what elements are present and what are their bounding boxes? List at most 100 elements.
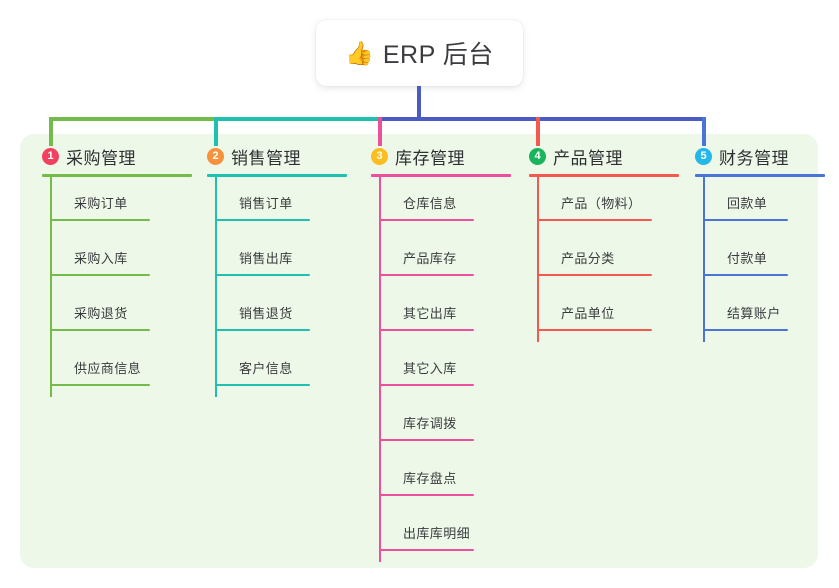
branch-item-underline [50,219,150,221]
branch-column-财务管理: 5 财务管理回款单付款单结算账户 [695,144,835,342]
branch-badge-1: 1 [42,147,59,165]
branch-title: 销售管理 [231,148,301,168]
branch-item[interactable]: 出库库明细 [379,507,521,562]
branch-item-underline [50,329,150,331]
branch-item-underline [379,384,474,386]
branch-badge-5: 5 [695,147,712,165]
branch-item-label: 其它出库 [403,306,457,321]
branch-item-label: 仓库信息 [403,196,457,211]
branch-item[interactable]: 结算账户 [703,287,835,342]
branch-item-label: 产品库存 [403,251,457,266]
branch-item-label: 其它入库 [403,361,457,376]
thumbs-up-icon: 👍 [345,39,374,66]
branch-title: 库存管理 [395,148,465,168]
branch-item[interactable]: 销售出库 [215,232,357,287]
branch-item-underline [50,274,150,276]
branch-item[interactable]: 销售订单 [215,177,357,232]
branch-item-underline [379,274,474,276]
branch-spine-line [703,177,705,342]
branch-item[interactable]: 产品库存 [379,232,521,287]
branch-item[interactable]: 销售退货 [215,287,357,342]
branch-item-underline [703,219,788,221]
branch-spine-line [50,177,52,397]
connector-stub-2 [214,117,218,146]
branch-badge-3: 3 [371,147,388,165]
branch-item-underline [215,219,310,221]
branch-header-3[interactable]: 3 库存管理 [371,144,521,168]
branch-items: 销售订单销售出库销售退货客户信息 [207,177,357,397]
branch-title: 产品管理 [553,148,623,168]
branch-item[interactable]: 其它出库 [379,287,521,342]
branch-items: 回款单付款单结算账户 [695,177,835,342]
branch-items: 产品（物料） 产品分类产品单位 [529,177,689,342]
branch-item-label: 付款单 [727,251,768,266]
branch-item[interactable]: 库存调拨 [379,397,521,452]
branch-item-underline [215,329,310,331]
branch-column-库存管理: 3 库存管理仓库信息产品库存其它出库其它入库库存调拨库存盘点出库库明细 [371,144,521,562]
branch-item-underline [379,219,474,221]
branch-item-underline [379,549,474,551]
branch-item[interactable]: 付款单 [703,232,835,287]
root-trunk-line [417,86,421,121]
branch-item[interactable]: 供应商信息 [50,342,202,397]
branch-item-label: 产品分类 [561,251,615,266]
branch-item-label: 结算账户 [727,306,781,321]
branch-item-label: 回款单 [727,196,768,211]
branch-underline [371,174,511,177]
branch-item[interactable]: 采购入库 [50,232,202,287]
branch-item[interactable]: 采购退货 [50,287,202,342]
branch-item[interactable]: 产品单位 [537,287,689,342]
branch-item-label: 供应商信息 [74,361,142,376]
branch-item-underline [537,219,652,221]
connector-stub-4 [536,117,540,146]
branch-item-label: 产品单位 [561,306,615,321]
branch-item-label: 出库库明细 [403,526,471,541]
connector-stub-1 [49,117,53,146]
branch-title: 财务管理 [719,148,789,168]
branch-item[interactable]: 产品分类 [537,232,689,287]
branch-header-1[interactable]: 1 采购管理 [42,144,202,168]
branch-item-label: 采购订单 [74,196,128,211]
branch-item-underline [215,274,310,276]
branch-spine-line [215,177,217,397]
branch-item-label: 产品（物料） [561,196,642,211]
branch-underline [207,174,347,177]
branch-badge-4: 4 [529,147,546,165]
branch-header-4[interactable]: 4 产品管理 [529,144,689,168]
branch-item[interactable]: 客户信息 [215,342,357,397]
branch-item[interactable]: 其它入库 [379,342,521,397]
branch-item[interactable]: 回款单 [703,177,835,232]
connector-stub-5 [702,117,706,146]
root-node[interactable]: 👍 ERP 后台 [316,20,523,86]
branch-item-underline [537,274,652,276]
branch-item-label: 销售出库 [239,251,293,266]
branch-item-underline [50,384,150,386]
branch-item-label: 库存调拨 [403,416,457,431]
branch-items: 采购订单采购入库采购退货供应商信息 [42,177,202,397]
branch-item[interactable]: 仓库信息 [379,177,521,232]
branch-item-label: 客户信息 [239,361,293,376]
branch-item[interactable]: 产品（物料） [537,177,689,232]
branch-spine-line [537,177,539,342]
branch-item[interactable]: 库存盘点 [379,452,521,507]
root-title: ERP 后台 [382,41,494,69]
connector-bar-segment-3 [378,117,540,121]
connector-bar-segment-4 [536,117,706,121]
connector-bar-segment-1 [49,117,218,121]
branch-header-5[interactable]: 5 财务管理 [695,144,835,168]
branch-title: 采购管理 [66,148,136,168]
branch-item-underline [537,329,652,331]
branch-item-underline [379,439,474,441]
branch-item-label: 采购入库 [74,251,128,266]
branch-item-label: 销售订单 [239,196,293,211]
branch-item-label: 销售退货 [239,306,293,321]
branch-underline [42,174,192,177]
connector-stub-3 [378,117,382,146]
branch-item-underline [379,329,474,331]
branch-item[interactable]: 采购订单 [50,177,202,232]
branch-spine-line [379,177,381,562]
branch-item-label: 库存盘点 [403,471,457,486]
